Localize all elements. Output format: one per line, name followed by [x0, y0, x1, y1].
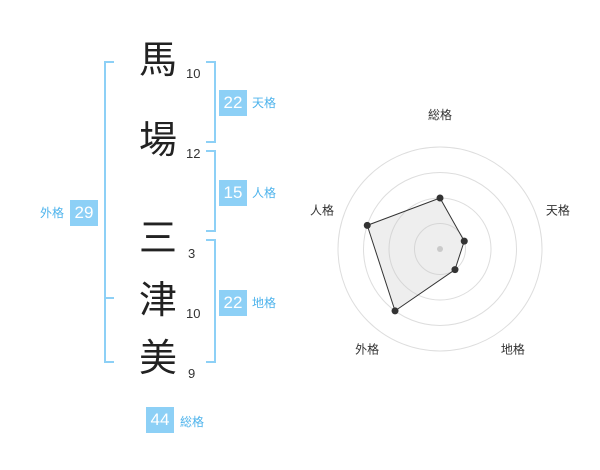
gaikaku-bracket-divider	[104, 297, 114, 299]
gaikaku-value: 29	[70, 200, 98, 226]
radar-grid-ring	[363, 172, 517, 326]
name-char-5: 美	[138, 336, 177, 380]
radar-point-5	[363, 221, 371, 229]
gaikaku-label: 外格	[40, 206, 65, 220]
radar-point-3	[451, 266, 459, 274]
chikaku-bracket	[206, 239, 216, 363]
stroke-count-2: 12	[186, 146, 201, 161]
stroke-count-3: 3	[188, 246, 196, 261]
radar-point-4	[391, 307, 399, 315]
radar-axis-label-5: 人格	[310, 203, 334, 218]
radar-grid-ring	[414, 223, 466, 275]
stroke-count-5: 9	[188, 366, 196, 381]
name-char-3: 三	[138, 216, 177, 260]
radar-grid	[337, 146, 543, 352]
radar-grid-ring	[337, 146, 543, 352]
radar-center-dot	[437, 246, 443, 252]
radar-axis-label-4: 外格	[355, 341, 379, 356]
radar-point-1	[436, 194, 444, 202]
stroke-count-1: 10	[186, 66, 201, 81]
radar-axis-label-3: 地格	[501, 341, 525, 356]
soukaku-label: 総格	[180, 415, 205, 429]
radar-series	[363, 194, 468, 315]
radar-series-area	[366, 197, 465, 312]
jinkaku-value: 15	[219, 180, 247, 206]
chikaku-value: 22	[219, 290, 247, 316]
name-char-4: 津	[138, 278, 177, 322]
radar-axis-label-2: 天格	[546, 203, 570, 218]
tenkaku-label: 天格	[252, 96, 277, 110]
jinkaku-label: 人格	[252, 186, 277, 200]
stroke-count-4: 10	[186, 306, 201, 321]
jinkaku-bracket	[206, 150, 216, 232]
tenkaku-bracket	[206, 61, 216, 143]
chikaku-label: 地格	[252, 296, 277, 310]
radar-grid-ring	[388, 197, 492, 301]
soukaku-value: 44	[146, 407, 174, 433]
tenkaku-value: 22	[219, 90, 247, 116]
gaikaku-bracket	[104, 61, 114, 363]
name-char-1: 馬	[138, 38, 177, 82]
radar-point-2	[460, 237, 468, 245]
radar-axis-label-1: 総格	[428, 107, 452, 122]
name-char-2: 場	[138, 118, 177, 162]
